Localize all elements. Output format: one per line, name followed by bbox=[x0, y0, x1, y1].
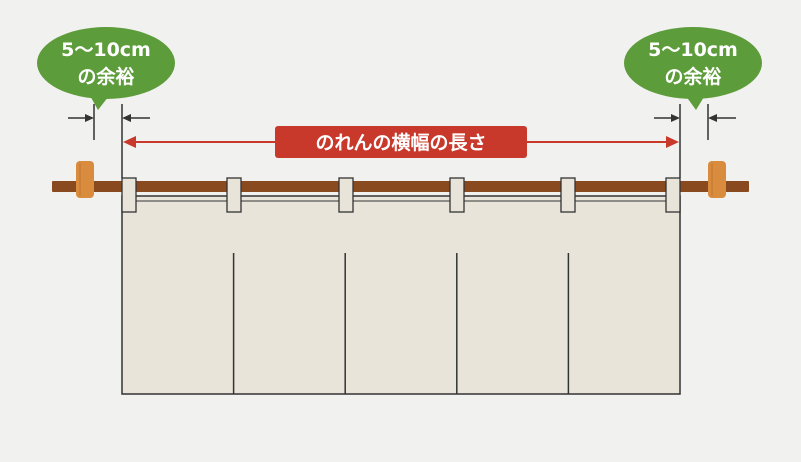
margin-marker-left bbox=[68, 104, 150, 140]
margin-arrow bbox=[122, 114, 131, 122]
width-dimension: のれんの横幅の長さ bbox=[121, 104, 681, 178]
curtain-body bbox=[121, 195, 681, 395]
bubble-tail bbox=[88, 92, 112, 110]
bubble-shape bbox=[624, 27, 762, 99]
rod-bar bbox=[52, 181, 749, 192]
curtain-loop bbox=[449, 177, 465, 213]
margin-bubble-left: 5〜10cm の余裕 bbox=[37, 27, 175, 110]
arrow-head-left bbox=[123, 136, 136, 148]
margin-marker-right bbox=[654, 104, 736, 140]
width-label: のれんの横幅の長さ bbox=[315, 131, 486, 154]
bubble-line2: の余裕 bbox=[77, 65, 134, 88]
margin-bubble-right: 5〜10cm の余裕 bbox=[624, 27, 762, 110]
bubble-line1: 5〜10cm bbox=[61, 39, 151, 61]
width-label-box bbox=[275, 126, 527, 158]
rod-end-cap-right bbox=[708, 161, 726, 198]
curtain-rod bbox=[52, 161, 749, 198]
margin-arrow bbox=[671, 114, 680, 122]
margin-arrow bbox=[708, 114, 717, 122]
margin-arrow bbox=[85, 114, 94, 122]
curtain-loop bbox=[226, 177, 242, 213]
curtain-loop bbox=[665, 177, 681, 213]
curtain-loop bbox=[560, 177, 576, 213]
curtain-loops bbox=[121, 177, 681, 213]
bubble-shape bbox=[37, 27, 175, 99]
bubble-line1: 5〜10cm bbox=[648, 39, 738, 61]
bubble-tail bbox=[683, 92, 707, 110]
curtain-loop bbox=[121, 177, 137, 213]
noren-curtain bbox=[121, 195, 681, 395]
rod-end-cap-left bbox=[76, 161, 94, 198]
bubble-line2: の余裕 bbox=[664, 65, 721, 88]
arrow-head-right bbox=[666, 136, 679, 148]
curtain-loop bbox=[338, 177, 354, 213]
